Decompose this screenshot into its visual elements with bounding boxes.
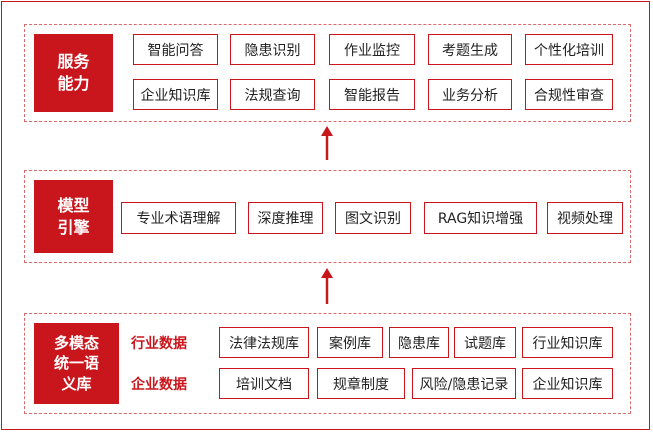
model-item: 专业术语理解 <box>121 202 236 234</box>
model-item: 深度推理 <box>248 202 323 234</box>
enterprise-data-label: 企业数据 <box>131 377 187 393</box>
model-layer: 模型 引擎 专业术语理解 深度推理 图文识别 RAG知识增强 视频处理 <box>24 170 631 263</box>
enterprise-data-item: 培训文档 <box>219 368 309 399</box>
enterprise-data-item: 风险/隐患记录 <box>412 368 516 399</box>
enterprise-data-item: 企业知识库 <box>522 368 613 399</box>
model-layer-label: 模型 引擎 <box>34 180 113 253</box>
data-layer-label: 多模态 统一语 义库 <box>34 323 119 404</box>
service-item: 合规性审查 <box>525 79 613 110</box>
model-item: 视频处理 <box>547 202 623 234</box>
service-item: 智能报告 <box>329 79 415 110</box>
model-item: RAG知识增强 <box>424 202 537 234</box>
enterprise-data-item: 规章制度 <box>317 368 405 399</box>
service-item: 个性化培训 <box>525 34 613 65</box>
service-item: 法规查询 <box>230 79 315 110</box>
service-item: 隐患识别 <box>230 34 315 65</box>
service-item: 作业监控 <box>329 34 415 65</box>
model-item: 图文识别 <box>335 202 411 234</box>
industry-data-item: 试题库 <box>454 327 516 358</box>
service-item: 业务分析 <box>428 79 512 110</box>
service-item: 考题生成 <box>428 34 512 65</box>
service-layer: 服务 能力 智能问答 隐患识别 作业监控 考题生成 个性化培训 企业知识库 法规… <box>24 24 631 122</box>
industry-data-item: 案例库 <box>317 327 383 358</box>
industry-data-item: 隐患库 <box>389 327 449 358</box>
service-item: 智能问答 <box>133 34 218 65</box>
industry-data-label: 行业数据 <box>131 336 187 352</box>
service-item: 企业知识库 <box>133 79 218 110</box>
data-layer: 多模态 统一语 义库 行业数据 法律法规库 案例库 隐患库 试题库 行业知识库 … <box>24 313 631 414</box>
industry-data-item: 法律法规库 <box>219 327 309 358</box>
service-layer-label: 服务 能力 <box>34 34 113 112</box>
industry-data-item: 行业知识库 <box>522 327 613 358</box>
